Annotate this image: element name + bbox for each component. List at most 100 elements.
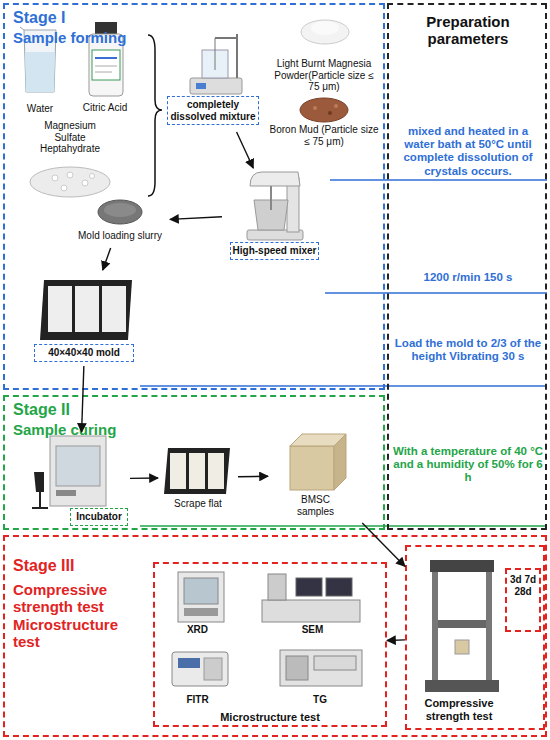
- instrument-label: SEM: [255, 624, 370, 636]
- stage-title: Stage II: [13, 401, 233, 419]
- compression-machine-icon: [425, 680, 499, 692]
- process-step: completely dissolved mixture: [163, 30, 263, 132]
- stage-title: Stage III: [13, 557, 153, 575]
- sem-icon: [296, 578, 322, 596]
- tg-icon: [280, 650, 362, 686]
- compression-machine-icon: [432, 566, 438, 680]
- parameter-text: With a temperature of 40 °C and a humidi…: [392, 445, 544, 485]
- bottle-icon: [95, 72, 112, 73]
- separator-lines: [325, 292, 547, 294]
- mold-icon: [40, 280, 132, 340]
- tg-icon: [314, 656, 356, 670]
- item-label: Magnesium Sulfate Heptahydrate: [30, 120, 110, 155]
- crystal-icon: [82, 180, 88, 186]
- sem-icon: [268, 574, 286, 600]
- mold-icon: [164, 448, 230, 494]
- step-label: High-speed mixer: [230, 242, 319, 260]
- beaker-icon: [25, 52, 55, 92]
- group-label: Microstructure test: [155, 711, 385, 724]
- curing-ages: 3d 7d 28d: [507, 574, 539, 597]
- xrd-icon: [184, 608, 218, 616]
- parameter-text: Load the mold to 2/3 of the height Vibra…: [392, 337, 544, 363]
- separator-lines: [330, 179, 547, 181]
- column-title: Preparation parameters: [393, 13, 543, 48]
- stage-subtitle: Sample forming: [13, 29, 233, 46]
- incubator-icon: [32, 507, 48, 509]
- mold-icon: [75, 286, 99, 332]
- stirrer-icon: [236, 34, 238, 78]
- tg-icon: [280, 650, 362, 686]
- mixer-icon: [250, 172, 300, 186]
- mold-icon: [164, 448, 230, 494]
- flow-arrow: [237, 132, 254, 168]
- stage-panel: Stage ISample formingWaterCitric AcidMag…: [3, 3, 385, 390]
- process-step: Mold loading slurry: [70, 196, 170, 248]
- separator-lines: [140, 385, 547, 387]
- boron-mud-icon: [328, 111, 332, 115]
- step-label: BMSC samples: [288, 494, 343, 517]
- separator-lines: [140, 180, 547, 526]
- ftir-icon: [178, 658, 200, 668]
- boron-mud-icon: [300, 98, 348, 122]
- mixer-icon: [270, 186, 272, 210]
- age-box: 3d 7d 28d: [505, 568, 541, 632]
- crystal-icon: [52, 175, 58, 181]
- instrument: SEM: [255, 568, 370, 638]
- sem-icon: [326, 578, 352, 596]
- cube-sample-icon: [334, 434, 346, 490]
- parameter-text: 1200 r/min 150 s: [392, 271, 544, 284]
- stage-panel: Stage III Compressive strength test Micro…: [3, 535, 547, 737]
- instrument-label: TG: [265, 694, 375, 706]
- sem-icon: [262, 574, 360, 622]
- brace: [148, 35, 162, 196]
- material-item: Magnesium Sulfate Heptahydrate: [15, 120, 125, 200]
- mold-icon: [189, 453, 205, 489]
- mold-icon: [40, 280, 132, 340]
- incubator-icon: [39, 492, 41, 508]
- stirrer-icon: [215, 37, 237, 39]
- process-step: Incubator: [30, 432, 130, 526]
- stage-subtitle: Sample curing: [13, 421, 233, 438]
- material-item: Boron Mud (Particle size ≤ 75 μm): [268, 94, 380, 152]
- stage-panel: Stage II Sample curingIncubatorScrape fla…: [3, 395, 385, 530]
- sem-icon: [262, 600, 360, 622]
- compression-machine-icon: [430, 560, 494, 572]
- stirrer-icon: [215, 38, 216, 70]
- compression-machine-icon: [425, 560, 499, 692]
- xrd-icon: [184, 578, 218, 604]
- incubator-icon: [56, 490, 76, 496]
- xrd-icon: [178, 572, 224, 622]
- process-step: 40×40×40 mold: [28, 270, 143, 366]
- crystal-icon: [30, 167, 110, 197]
- parameter-text: mixed and heated in a water bath at 50°C…: [392, 125, 544, 178]
- incubator-icon: [56, 446, 100, 486]
- flow-arrow: [238, 476, 268, 478]
- test-group: Microstructure test XRD SEM FITR TG: [153, 562, 387, 727]
- bottle-icon: [95, 57, 117, 59]
- stage-subtitle: Compressive strength test Microstructure…: [13, 581, 138, 650]
- step-label: Mold loading slurry: [70, 230, 170, 242]
- item-label: Light Burnt Magnesia Powder(Particle siz…: [268, 58, 380, 93]
- material-item: Water: [15, 25, 65, 120]
- group-label: Compressive strength test: [409, 697, 509, 722]
- flow-arrow: [103, 248, 111, 270]
- step-label: Scrape flat: [158, 498, 238, 510]
- bottle-icon: [95, 66, 117, 67]
- incubator-icon: [34, 472, 44, 492]
- process-step: High-speed mixer: [222, 168, 327, 260]
- item-label: Boron Mud (Particle size ≤ 75 μm): [268, 124, 380, 147]
- slurry-disk-icon: [104, 203, 136, 217]
- step-label: completely dissolved mixture: [167, 96, 259, 125]
- powder-icon: [311, 21, 339, 35]
- mold-icon: [102, 286, 126, 332]
- test-group: Compressive strength test 3d 7d 28d: [405, 545, 545, 730]
- stage-title: Stage I: [13, 9, 233, 27]
- crystal-icon: [30, 167, 110, 197]
- stirrer-icon: [196, 83, 206, 89]
- instrument-label: FITR: [160, 694, 235, 706]
- xrd-icon: [178, 572, 224, 622]
- brace: [148, 35, 162, 196]
- bottle-icon: [92, 50, 120, 80]
- tg-icon: [286, 656, 308, 680]
- instrument-label: XRD: [160, 624, 235, 636]
